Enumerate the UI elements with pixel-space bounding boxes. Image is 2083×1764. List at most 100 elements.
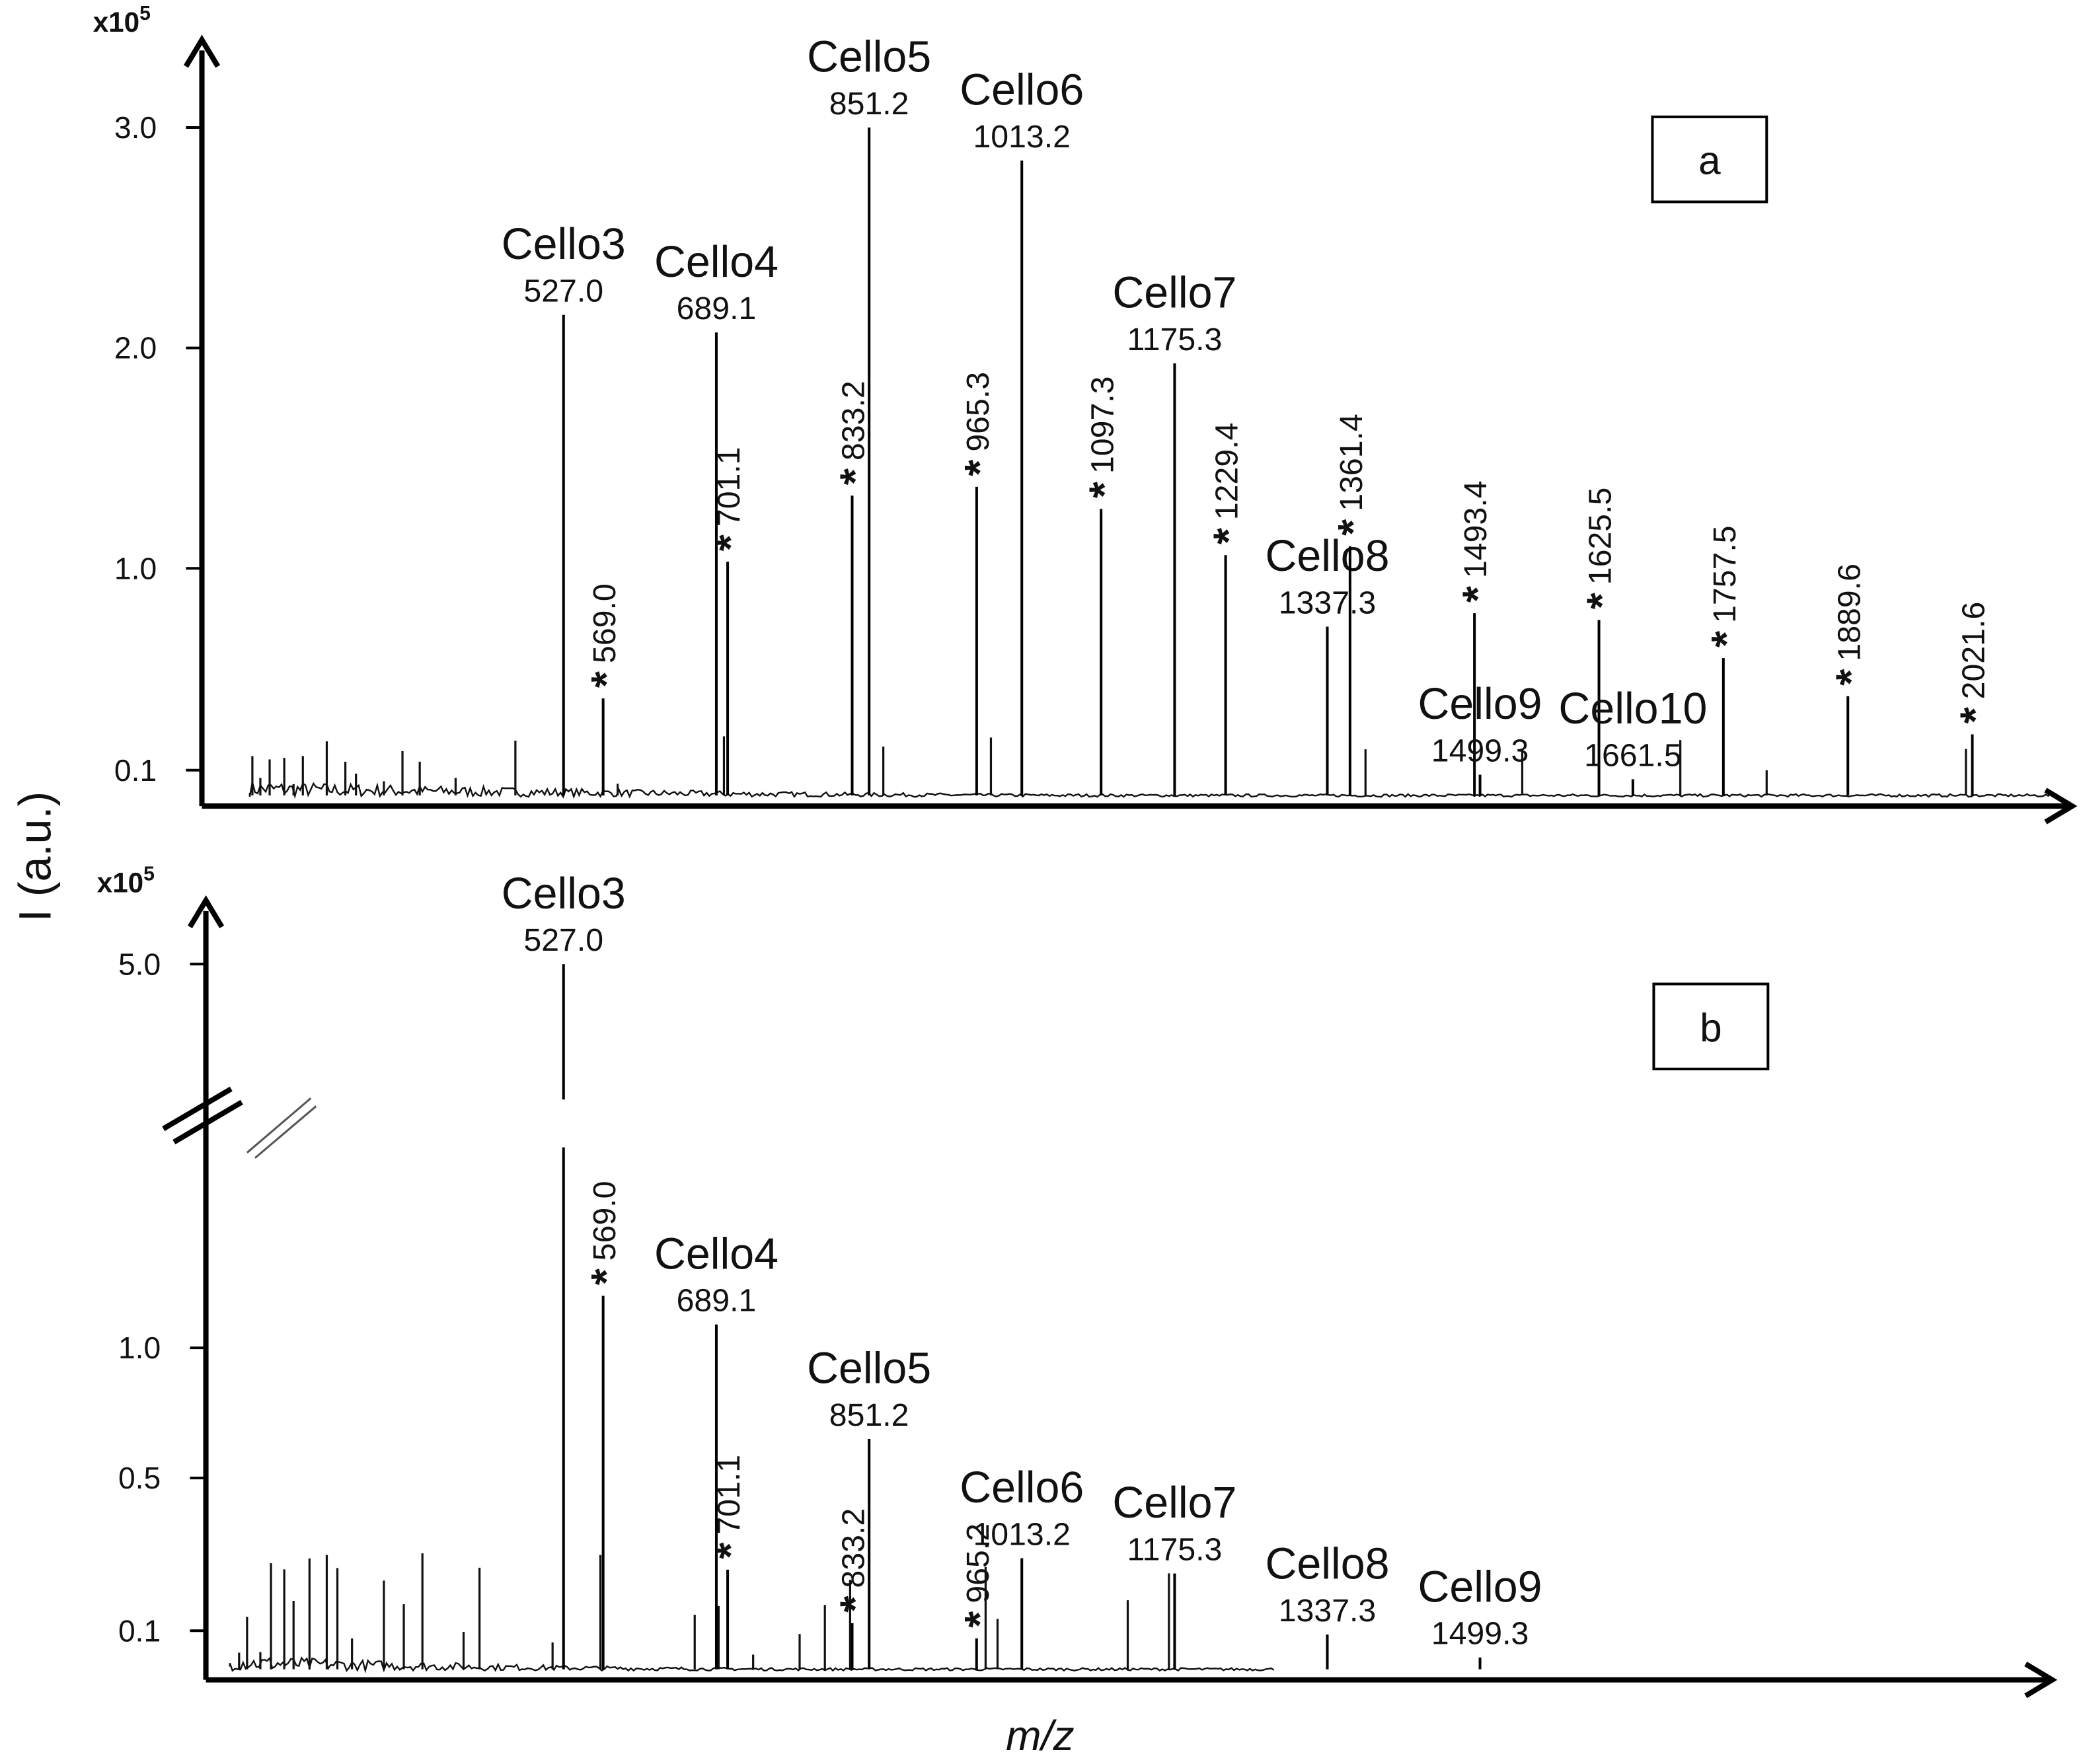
peak-mz-label: *1097.3 xyxy=(1080,376,1127,498)
peak-mz-label: 1499.3 xyxy=(1431,733,1529,768)
peak-mz-label: 527.0 xyxy=(523,922,603,958)
peak-mz-value: 701.1 xyxy=(711,447,747,527)
starred-peak-label: * 701.1 xyxy=(706,447,754,551)
peak-mz-label: * 1889.6 xyxy=(1827,564,1874,686)
peak-star-marker: * xyxy=(706,534,754,551)
peak-star-marker: * xyxy=(1205,528,1252,544)
peak-mz-value: 2153.6 xyxy=(2080,638,2083,735)
peak-mz-label: * 701.1 xyxy=(706,1455,754,1559)
axis-break-mark xyxy=(162,1086,233,1131)
peak-name-label: Cello6 xyxy=(960,66,1084,115)
peak-mz-value: 965.3 xyxy=(960,372,996,452)
y-tick-label: 1.0 xyxy=(118,1331,161,1365)
peak-mz-value: 965.2 xyxy=(960,1524,996,1603)
peak-name-label: Cello7 xyxy=(1112,269,1236,318)
panel-letter: b xyxy=(1700,1005,1722,1050)
peak-name-label: Cello9 xyxy=(1418,680,1542,729)
peak-mz-label: *1493.4 xyxy=(1453,480,1501,603)
peak-name-label: Cello7 xyxy=(1112,1479,1236,1527)
axis-break-mark xyxy=(246,1097,312,1154)
y-axis-arrow xyxy=(187,895,225,929)
peak-star-marker: * xyxy=(956,1611,1003,1628)
peak-name-label: Cello4 xyxy=(654,1230,778,1278)
peak-mz-label: 1499.3 xyxy=(1431,1616,1529,1652)
peak-mz-value: 701.1 xyxy=(711,1455,747,1535)
peak-name-label: Cello5 xyxy=(807,33,931,82)
peak-mz-label: 1337.3 xyxy=(1279,585,1377,620)
peak-name-label: Cello4 xyxy=(654,238,778,287)
axis-break-mark xyxy=(254,1105,317,1159)
peak-mz-value: 2021.6 xyxy=(1956,602,1992,700)
y-tick-label: 0.5 xyxy=(118,1461,161,1495)
peak-name-label: Cello3 xyxy=(502,220,626,269)
peak-mz-label: 1175.3 xyxy=(1127,322,1222,357)
peak-mz-label: *965.3 xyxy=(956,372,1003,476)
axis-break-mark xyxy=(172,1099,243,1145)
peak-star-marker: * xyxy=(1702,631,1750,647)
peak-mz-label: * 833.2 xyxy=(831,381,879,485)
peak-star-marker: * xyxy=(1329,519,1377,536)
starred-peak-label: * 1757.5 xyxy=(1702,525,1750,647)
y-axis-label: I (a.u.) xyxy=(10,791,60,922)
peak-mz-value: 569.0 xyxy=(587,583,623,663)
peak-mz-label: 1013.2 xyxy=(973,119,1071,155)
peak-star-marker: * xyxy=(831,468,879,485)
y-multiplier-label: x105 xyxy=(97,864,155,899)
peak-name-label: Cello3 xyxy=(502,869,626,918)
peak-mz-label: * 2021.6 xyxy=(1951,602,1999,724)
peak-mz-label: * 569.0 xyxy=(582,1181,630,1285)
peak-mz-value: 833.2 xyxy=(836,381,872,460)
panel-letter-box: a xyxy=(1651,115,1768,203)
starred-peak-label: *1493.4 xyxy=(1453,480,1501,603)
peak-mz-label: * 2153.6 xyxy=(2076,638,2083,760)
y-tick-label: 5.0 xyxy=(118,947,161,981)
peak-star-marker: * xyxy=(706,1543,754,1559)
x-axis-arrow xyxy=(2044,788,2078,825)
peak-star-marker: * xyxy=(1827,669,1874,686)
starred-peak-label: *1625.5 xyxy=(1578,488,1626,610)
peak-mz-label: 689.1 xyxy=(677,1283,757,1319)
panel-letter-frame xyxy=(1651,115,1768,203)
y-multiplier-exponent: 5 xyxy=(139,3,151,24)
peak-mz-value: 1097.3 xyxy=(1084,376,1120,474)
peak-star-marker: * xyxy=(582,671,630,688)
peak-mz-label: * 965.2 xyxy=(956,1524,1003,1628)
peak-mz-label: *1625.5 xyxy=(1578,488,1626,610)
peak-mz-label: 1661.5 xyxy=(1584,737,1682,773)
starred-peak-label: *1361.4 xyxy=(1329,414,1377,536)
spectrum-baseline xyxy=(248,782,2052,799)
panel-a: x1053.02.01.00.1aCello3527.0*569.0Cello4… xyxy=(93,3,2083,825)
peak-name-label: Cello5 xyxy=(807,1344,931,1393)
y-axis-arrow xyxy=(183,34,221,68)
y-multiplier-exponent: 5 xyxy=(143,864,155,885)
starred-peak-label: * 2021.6 xyxy=(1951,602,1999,724)
peak-star-marker: * xyxy=(1951,707,1999,723)
peak-mz-value: 1757.5 xyxy=(1707,525,1743,623)
y-tick-label: 1.0 xyxy=(114,551,157,585)
panel-letter-frame xyxy=(1652,982,1770,1071)
starred-peak-label: * 569.0 xyxy=(582,1181,630,1285)
peak-name-label: Cello6 xyxy=(960,1463,1084,1512)
peak-star-marker: * xyxy=(582,1268,630,1285)
starred-peak-label: *1229.4 xyxy=(1205,423,1252,545)
spectrum-baseline xyxy=(229,1656,1275,1674)
x-axis-label: m/z xyxy=(1006,1712,1075,1759)
peak-mz-value: 1889.6 xyxy=(1831,564,1867,661)
starred-peak-label: *833.2 xyxy=(831,1508,879,1613)
starred-peak-label: * 569.0 xyxy=(582,583,630,688)
peak-mz-value: 569.0 xyxy=(587,1181,623,1261)
peak-star-marker: * xyxy=(1453,586,1501,603)
panel-letter: a xyxy=(1698,137,1721,182)
peak-mz-label: *1361.4 xyxy=(1329,414,1377,536)
peak-star-marker: * xyxy=(2076,743,2083,760)
peak-mz-label: *1229.4 xyxy=(1205,423,1252,545)
peak-name-label: Cello9 xyxy=(1418,1562,1542,1611)
starred-peak-label: * 965.2 xyxy=(956,1524,1003,1628)
y-tick-label: 0.1 xyxy=(114,753,157,788)
peak-mz-label: * 701.1 xyxy=(706,447,754,551)
peak-mz-label: 527.0 xyxy=(523,273,603,309)
x-axis-arrow xyxy=(2024,1662,2058,1699)
starred-peak-label: * 2153.6 xyxy=(2076,638,2083,760)
